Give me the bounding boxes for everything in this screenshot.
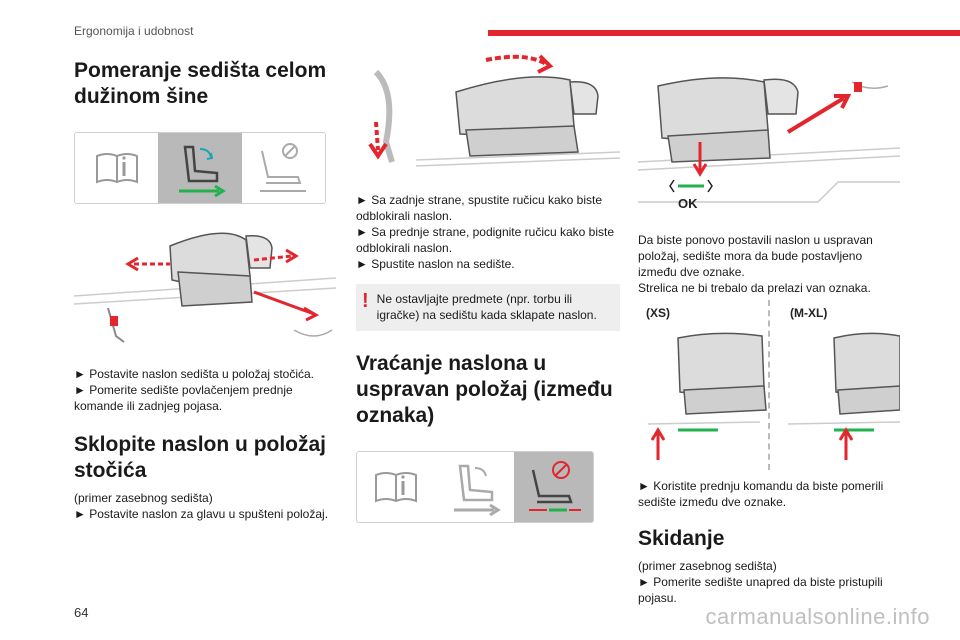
page-number: 64: [74, 605, 89, 620]
right-section-step: ► Pomerite sedište unapred da biste pris…: [638, 575, 883, 605]
watermark: carmanualsonline.info: [705, 604, 930, 629]
left-section2-title: Sklopite naslon u položaj stočića: [74, 433, 327, 482]
seat-fold-icon: [242, 133, 325, 203]
left-section2-step: ► Postavite naslon za glavu u spušteni p…: [74, 507, 329, 521]
size-divider: [768, 300, 770, 470]
ok-label: OK: [678, 196, 698, 211]
seat-fold-illustration: [356, 52, 620, 176]
seat-marks-illustration: [638, 52, 900, 224]
section-header: Ergonomija i udobnost: [74, 24, 194, 38]
icon-strip-rail: [74, 132, 326, 204]
size-label-xs: (XS): [646, 306, 670, 320]
seat-slide-icon: [158, 133, 242, 203]
left-section2-note: (primer zasebnog sedišta): [74, 491, 213, 505]
icon-strip-upright: [356, 451, 594, 523]
warning-text: Ne ostavljajte predmete (npr. torbu ili …: [376, 292, 597, 322]
left-step-1: ► Postavite naslon sedišta u položaj sto…: [74, 367, 315, 381]
middle-step-3: ► Spustite naslon na sedište.: [356, 257, 515, 271]
warning-icon: !: [362, 290, 369, 312]
middle-section-title: Vraćanje naslona u uspravan položaj (izm…: [356, 352, 613, 427]
manual-book-icon-2: [357, 452, 436, 522]
seat-upright-marks-icon: [514, 452, 593, 522]
middle-column: ► Sa zadnje strane, spustite ručicu kako…: [356, 52, 620, 523]
right-section-title: Skidanje: [638, 527, 725, 550]
seat-sizes-illustration: [638, 306, 900, 466]
right-description: Da biste ponovo postavili naslon u uspra…: [638, 233, 873, 279]
left-step-2: ► Pomerite sedište povlačenjem prednje k…: [74, 383, 293, 413]
seat-slide-icon-2: [436, 452, 515, 522]
size-label-mxl: (M-XL): [790, 306, 828, 320]
warning-box: ! Ne ostavljajte predmete (npr. torbu il…: [356, 284, 620, 331]
right-step: ► Koristite prednju komandu da biste pom…: [638, 479, 884, 509]
header-accent-bar: [488, 30, 960, 36]
middle-step-1: ► Sa zadnje strane, spustite ručicu kako…: [356, 193, 602, 223]
right-column: Da biste ponovo postavili naslon u uspra…: [638, 52, 900, 606]
right-section-note: (primer zasebnog sedišta): [638, 559, 777, 573]
seat-rail-illustration: [74, 218, 336, 358]
right-description-2: Strelica ne bi trebalo da prelazi van oz…: [638, 281, 871, 295]
left-section-title: Pomeranje sedišta celom dužinom šine: [74, 59, 327, 108]
left-column: Pomeranje sedišta celom dužinom šine: [74, 58, 336, 522]
middle-step-2: ► Sa prednje strane, podignite ručicu ka…: [356, 225, 615, 255]
manual-book-icon: [75, 133, 158, 203]
